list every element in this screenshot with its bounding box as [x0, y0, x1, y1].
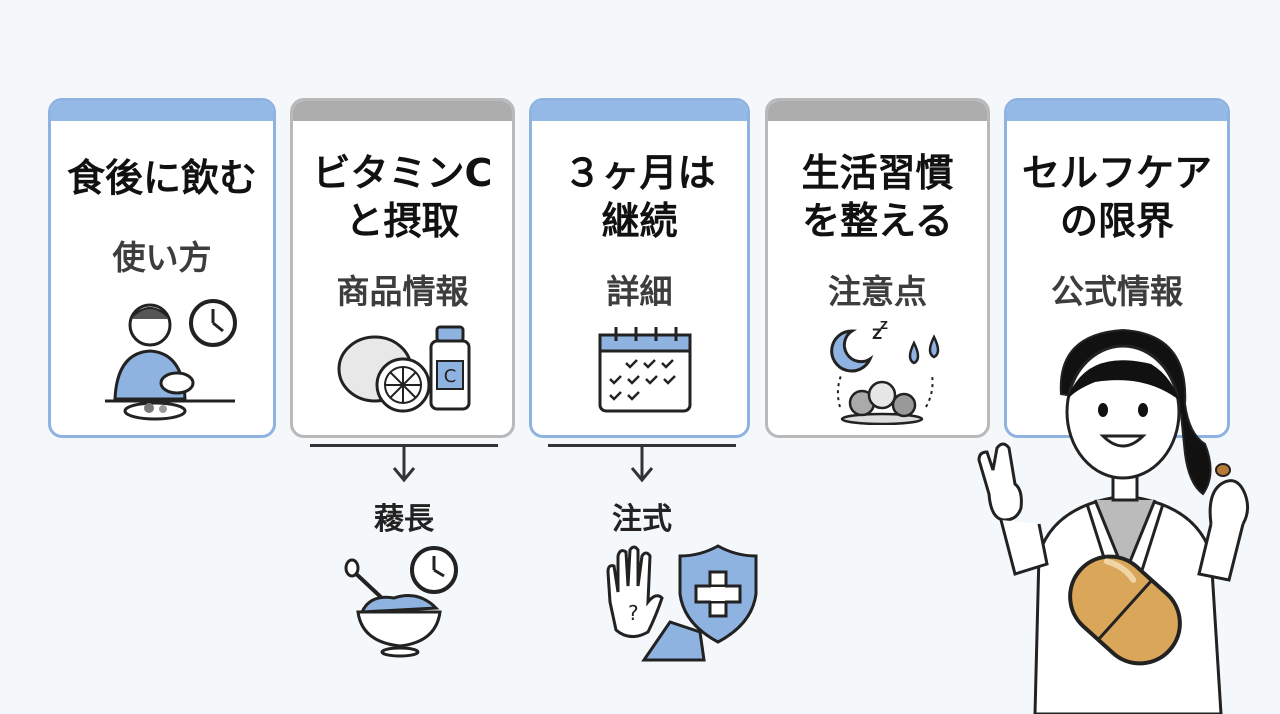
calendar-icon	[598, 327, 692, 413]
card-title-line: セルフケア	[1021, 151, 1212, 195]
card-lifestyle: 生活習慣 を整える 注意点 Z Z	[765, 98, 990, 438]
card-three-months: ３ヶ月は 継続 詳細	[529, 98, 750, 438]
card-subtitle: 公式情報	[1051, 272, 1183, 311]
card-subtitle: 商品情報	[336, 272, 469, 311]
arrow-down-icon	[630, 446, 654, 483]
branch-label: 注式	[612, 502, 672, 537]
sleep-food-icon: Z Z	[830, 319, 940, 425]
card-title: セルフケア の限界	[1007, 149, 1227, 245]
arrow-down-icon	[392, 446, 416, 483]
card-title: ３ヶ月は 継続	[532, 149, 747, 245]
card-title-line: の限界	[1059, 199, 1174, 243]
branch-line	[310, 444, 498, 447]
question-mark: ?	[628, 601, 639, 625]
card-title-line: 生活習慣	[801, 151, 954, 195]
card-title-line: 継続	[601, 199, 678, 243]
card-title-line: を整える	[802, 199, 953, 243]
card-header-bar	[1007, 101, 1227, 121]
doctor-illustration	[977, 328, 1250, 714]
card-title-line: ３ヶ月は	[563, 151, 716, 195]
card-title-line: と摂取	[345, 199, 460, 243]
card-subtitle: 使い方	[112, 238, 212, 277]
lemon-bottle-icon: C	[337, 325, 471, 413]
sleep-z: Z	[872, 327, 882, 343]
card-subtitle: 詳細	[606, 272, 673, 311]
card-title: 食後に飲む	[66, 156, 257, 200]
card-meal-timing: 食後に飲む 使い方	[48, 98, 276, 438]
card-vitamin-c: ビタミンC と摂取 商品情報 C	[290, 98, 515, 438]
bowl-clock-icon	[344, 546, 458, 658]
bottle-label: C	[444, 366, 457, 387]
card-header-bar	[532, 101, 747, 121]
branch-label: 薐長	[374, 502, 434, 537]
card-title: ビタミンC と摂取	[293, 149, 512, 245]
card-header-bar	[293, 101, 512, 121]
person-eating-icon	[105, 299, 237, 421]
card-title-line: ビタミンC	[312, 151, 493, 195]
hand-shield-icon: ?	[606, 544, 758, 662]
card-header-bar	[51, 101, 273, 121]
card-title: 生活習慣 を整える	[768, 149, 987, 245]
card-subtitle: 注意点	[828, 272, 927, 311]
card-header-bar	[768, 101, 987, 121]
sleep-z: Z	[880, 319, 888, 332]
branch-line	[548, 444, 736, 447]
